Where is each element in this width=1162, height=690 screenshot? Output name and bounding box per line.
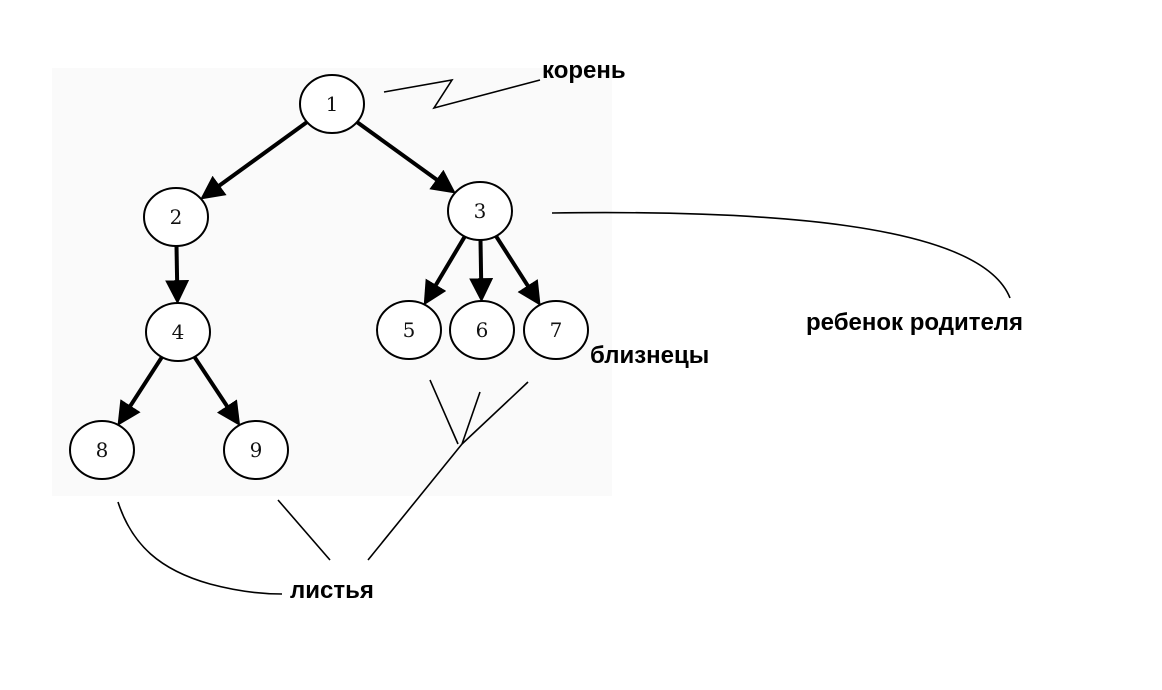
node-9: 9 xyxy=(223,420,289,480)
node-2-label: 2 xyxy=(170,205,183,229)
edge-2-4 xyxy=(165,245,190,305)
node-8-circle xyxy=(69,420,135,480)
node-6-circle xyxy=(449,300,515,360)
node-4-circle xyxy=(145,302,211,362)
root-zigzag-line xyxy=(383,78,541,110)
node-5: 5 xyxy=(376,300,442,360)
node-6-label: 6 xyxy=(476,318,489,342)
node-4: 4 xyxy=(145,302,211,362)
root-label: корень xyxy=(542,57,626,84)
edge-3-5 xyxy=(423,235,467,306)
edge-4-9 xyxy=(192,355,241,427)
node-1-circle xyxy=(299,74,365,134)
node-3-label: 3 xyxy=(474,199,487,223)
node-7-circle xyxy=(523,300,589,360)
annotation-lines xyxy=(117,78,1011,595)
node-9-label: 9 xyxy=(250,438,263,462)
siblings-pointer-mid xyxy=(461,391,481,445)
node-1: 1 xyxy=(299,74,365,134)
siblings-pointer-right xyxy=(461,381,529,445)
leaves-line-to-node-9 xyxy=(277,499,331,561)
node-8: 8 xyxy=(69,420,135,480)
leaves-line-to-siblings xyxy=(367,443,463,561)
edge-1-3 xyxy=(355,120,456,194)
node-6: 6 xyxy=(449,300,515,360)
siblings-pointer-left xyxy=(429,379,459,445)
tree-nodes: 1 2 3 4 5 6 7 8 9 xyxy=(69,74,589,480)
leaves-curve-to-node-8 xyxy=(117,501,283,595)
node-1-label: 1 xyxy=(326,92,339,116)
edge-1-2 xyxy=(200,120,309,200)
tree-edges xyxy=(117,120,541,427)
edge-4-8 xyxy=(117,355,164,426)
child-of-parent-curve xyxy=(551,211,1011,299)
edge-3-6 xyxy=(469,239,494,303)
node-8-label: 8 xyxy=(96,438,109,462)
node-5-label: 5 xyxy=(403,318,416,342)
edge-3-7 xyxy=(494,234,541,306)
node-3: 3 xyxy=(447,181,513,241)
node-9-circle xyxy=(223,420,289,480)
node-2-circle xyxy=(143,187,209,247)
node-3-circle xyxy=(447,181,513,241)
siblings-label: близнецы xyxy=(590,342,709,369)
leaves-label: листья xyxy=(290,577,374,604)
node-5-circle xyxy=(376,300,442,360)
node-7-label: 7 xyxy=(550,318,563,342)
node-2: 2 xyxy=(143,187,209,247)
node-7: 7 xyxy=(523,300,589,360)
child-of-parent-label: ребенок родителя xyxy=(806,309,1023,336)
node-4-label: 4 xyxy=(172,320,185,344)
